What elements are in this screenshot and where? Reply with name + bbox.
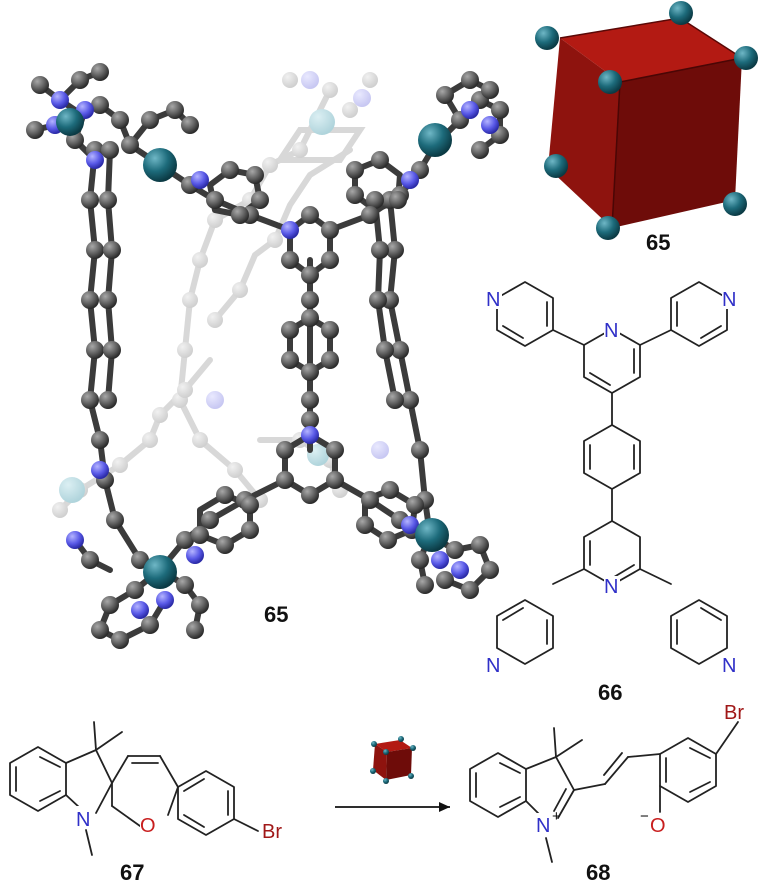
merocyanine-68-structure: N + O − Br 68 [469, 699, 756, 885]
spiropyran-67-structure: N O Br 67 [9, 721, 294, 885]
cage-model: 65 [26, 63, 509, 649]
spiropyran-br: Br [262, 821, 282, 843]
merocyanine-label: 68 [586, 860, 610, 885]
merocyanine-o-minus: − [640, 808, 649, 825]
cube-label: 65 [646, 230, 670, 255]
merocyanine-n: N [536, 815, 550, 837]
back-ligand [52, 71, 389, 518]
ligand-n-2: N [604, 320, 618, 342]
ligand-66-structure: N N N N N N 66 [486, 281, 738, 705]
cube-schematic: 65 [535, 1, 758, 255]
ligand-n-3: N [722, 289, 736, 311]
reaction-arrow [335, 736, 450, 812]
ligand-n-5: N [486, 655, 500, 677]
spiropyran-n: N [76, 809, 90, 831]
carbon-atoms [26, 63, 509, 649]
mini-cube-icon [370, 736, 416, 784]
spiropyran-label: 67 [120, 860, 144, 885]
merocyanine-o: O [650, 815, 666, 837]
ligand-label: 66 [598, 680, 622, 705]
ligand-n-6: N [722, 655, 736, 677]
palladium-atoms [56, 108, 452, 589]
merocyanine-br: Br [724, 702, 744, 724]
spiropyran-o: O [140, 815, 156, 837]
merocyanine-n-plus: + [552, 808, 561, 825]
ligand-n-4: N [604, 576, 618, 598]
model-label: 65 [264, 602, 288, 627]
ligand-n-1: N [486, 289, 500, 311]
